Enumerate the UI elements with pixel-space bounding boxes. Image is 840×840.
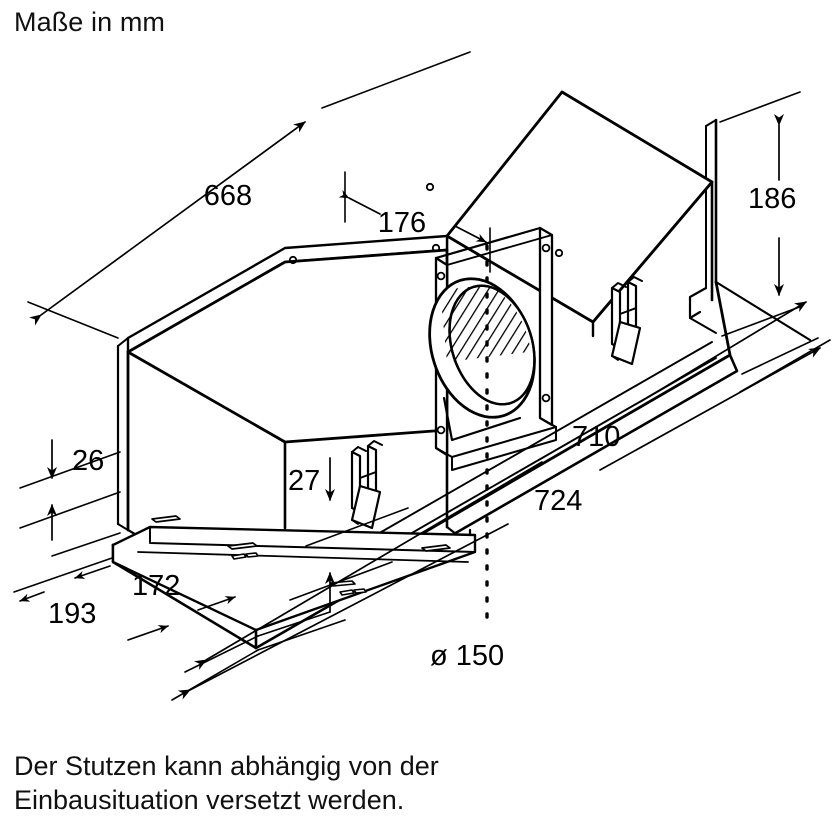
dimension-label-diameter: ø 150: [430, 640, 504, 672]
dimension-labels: 668 176 186 26 27 710 724 172 193 ø 150: [48, 180, 796, 672]
dimension-line-724: [171, 339, 831, 701]
dimension-label-172: 172: [132, 570, 180, 602]
dimension-label-710: 710: [572, 421, 620, 453]
dimension-label-724: 724: [534, 485, 582, 517]
dimension-label-176: 176: [378, 207, 426, 239]
dimension-label-26: 26: [72, 445, 104, 477]
caption-line-2: Einbausituation versetzt werden.: [14, 785, 405, 815]
rear-upright-panel: [688, 118, 718, 334]
drawing-geometry: [13, 51, 831, 701]
dimension-line-186: [719, 91, 803, 337]
dimension-line-193: [13, 557, 346, 651]
drawing-caption: Der Stutzen kann abhängig von der Einbau…: [14, 749, 634, 817]
dimension-line-172: [51, 532, 331, 637]
base-rail-left: [111, 515, 477, 632]
dimension-label-668: 668: [204, 180, 252, 212]
dimension-label-27: 27: [288, 465, 320, 497]
dimension-label-186: 186: [748, 183, 796, 215]
spring-clip-front: [350, 440, 383, 530]
dimension-label-193: 193: [48, 598, 96, 630]
dimension-line-668: [27, 51, 471, 339]
spring-clip-rear: [610, 276, 643, 366]
dimension-line-710: [184, 301, 819, 673]
page-title: Maße in mm: [14, 7, 166, 37]
dimension-line-26: [19, 439, 121, 541]
dimension-line-176: [338, 171, 491, 273]
caption-line-1: Der Stutzen kann abhängig von der: [14, 751, 439, 781]
